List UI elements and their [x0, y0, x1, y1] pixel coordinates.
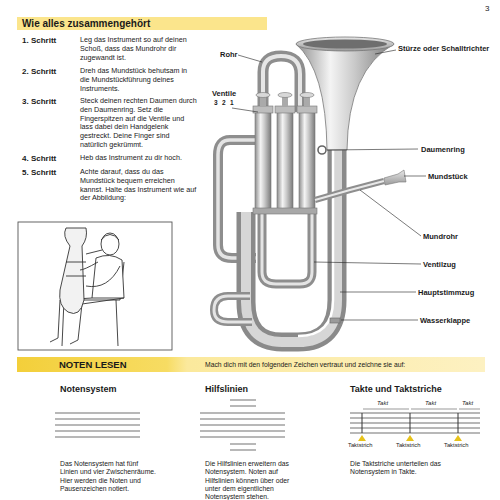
step-number: 4. Schritt: [22, 154, 56, 164]
bar-label: Takt: [377, 400, 388, 407]
staff-examples: [55, 400, 480, 450]
step-text: Leg das Instrument so auf deinen Schoß, …: [80, 36, 198, 62]
description-text: Das Notensystem hat fünf Linien und vier…: [60, 460, 156, 493]
valve-number: 3: [214, 99, 218, 107]
step-text: Steck deinen rechten Daumen durch den Da…: [80, 97, 198, 150]
step-number: 2. Schritt: [22, 67, 56, 77]
section-heading: NOTEN LESEN: [59, 359, 127, 371]
column-heading: Hilfslinien: [205, 384, 248, 395]
section-title: Wie alles zusammengehört: [22, 18, 150, 30]
step-text: Achte darauf, dass du das Mundstück bequ…: [80, 168, 198, 203]
page-number: 3: [485, 4, 489, 14]
step-number: 3. Schritt: [22, 97, 56, 107]
leader-lines: [232, 50, 426, 320]
description-text: Die Hilfslinien erweitern das Notensyste…: [205, 460, 303, 500]
bar-label: Takt: [462, 400, 473, 407]
barline-markers: [358, 435, 462, 441]
part-label: Wasserklappe: [420, 316, 470, 325]
barline-label: Taktstrich: [444, 442, 468, 449]
part-label: Stürze oder Schalltrichter: [398, 44, 496, 53]
title-band: [17, 17, 267, 30]
heading-band: NOTEN LESEN Mach dich mit den folgenden Z…: [17, 357, 485, 372]
part-label: Ventilzug: [423, 260, 456, 269]
step-text: Dreh das Mundstück behutsam in die Munds…: [80, 67, 198, 93]
bar-label: Takt: [425, 400, 436, 407]
column-heading: Takte und Taktstriche: [350, 384, 442, 395]
part-label: Mundstück: [428, 172, 468, 181]
valve-number: 1: [230, 99, 234, 107]
part-label: Ventile: [212, 89, 236, 98]
step-text: Heb das Instrument zu dir hoch.: [80, 154, 198, 163]
step-number: 5. Schritt: [22, 168, 56, 178]
instruction-text: Mach dich mit den folgenden Zeichen vert…: [205, 361, 405, 369]
euphonium: [214, 37, 406, 342]
column-heading: Notensystem: [60, 384, 117, 395]
step-number: 1. Schritt: [22, 36, 56, 46]
part-label: Daumenring: [421, 145, 465, 154]
barline-label: Taktstrich: [396, 442, 420, 449]
player-illustration: [18, 222, 172, 350]
part-label: Rohr: [220, 50, 238, 59]
part-label: Mundrohr: [423, 232, 458, 241]
description-text: Die Taktstriche unterteilen das Notensys…: [350, 460, 462, 477]
barline-label: Taktstrich: [348, 442, 372, 449]
part-label: Hauptstimmzug: [418, 288, 474, 297]
valve-number: 2: [222, 99, 226, 107]
